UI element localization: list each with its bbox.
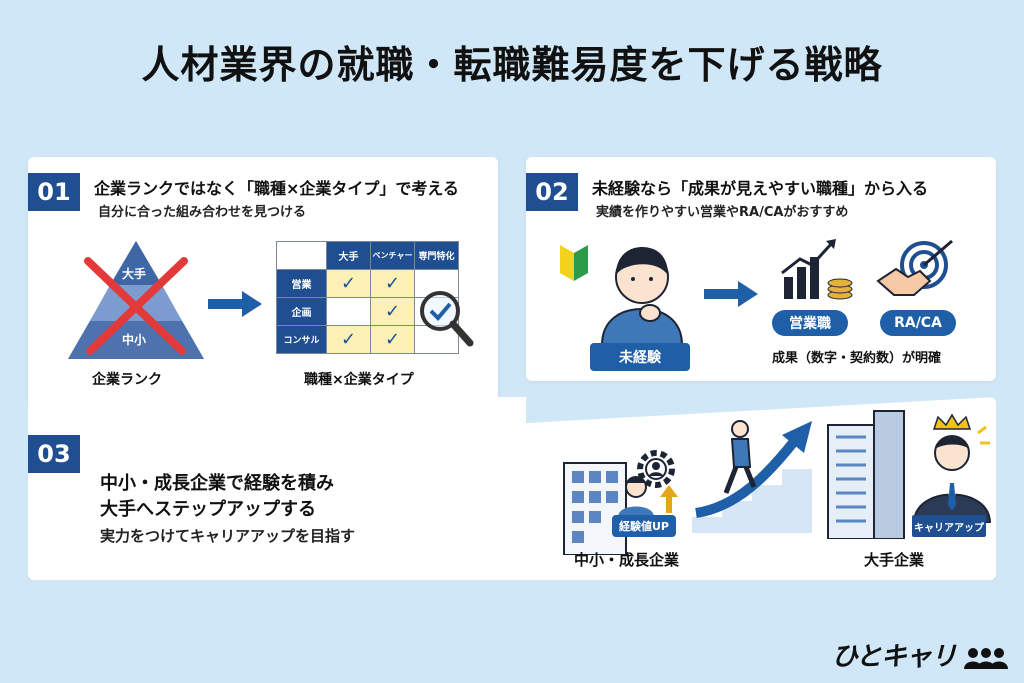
arrow-right-icon xyxy=(208,291,262,317)
matrix-cell xyxy=(326,297,371,326)
career-up-ribbon: キャリアアップ xyxy=(912,515,986,537)
target-handshake-icon xyxy=(876,239,953,296)
result-caption: 成果（数字・契約数）が明確 xyxy=(772,351,942,366)
matrix-check: ✓ xyxy=(370,269,415,298)
pyramid-icon xyxy=(68,241,204,359)
card-subheading: 実績を作りやすい営業やRA/CAがおすすめ xyxy=(596,205,849,220)
gear-person-icon xyxy=(637,450,675,488)
company-rank-caption: 企業ランク xyxy=(92,372,162,388)
strategy-card-03-content: 03 中小・成長企業で経験を積み 大手へステップアップする 実力をつけてキャリア… xyxy=(28,397,996,580)
card-heading: 企業ランクではなく「職種×企業タイプ」で考える xyxy=(94,179,459,198)
job-type-caption: 職種×企業タイプ xyxy=(304,372,414,388)
matrix-check: ✓ xyxy=(326,325,371,354)
card-line-2: 大手へステップアップする xyxy=(100,499,316,520)
pyramid-top-label: 大手 xyxy=(122,267,147,281)
crown-businessman-icon xyxy=(912,413,992,523)
beginner-mark-icon xyxy=(560,245,588,281)
card-subheading: 自分に合った組み合わせを見つける xyxy=(98,205,307,220)
magnifier-icon xyxy=(420,291,474,347)
strategy-card-01: 01 企業ランクではなく「職種×企業タイプ」で考える 自分に合った組み合わせを見… xyxy=(28,157,498,407)
card-heading: 未経験なら「成果が見えやすい職種」から入る xyxy=(592,179,929,198)
job-company-matrix: 大手 ベンチャー 専門特化 営業 ✓ ✓ 企画 ✓ コンサル ✓ ✓ xyxy=(276,241,459,354)
tall-building-icon xyxy=(827,410,905,539)
brand-logo: ひとキャリ xyxy=(832,636,1008,673)
pyramid-bottom-label: 中小 xyxy=(122,333,147,347)
small-building-icon xyxy=(563,462,627,555)
matrix-cell xyxy=(414,269,459,298)
people-icon xyxy=(964,647,1008,669)
sales-job-badge: 営業職 xyxy=(772,310,848,336)
matrix-check: ✓ xyxy=(326,269,371,298)
brand-logo-text: ひとキャリ xyxy=(831,642,957,672)
up-arrow-icon xyxy=(660,485,678,513)
worker-person-icon xyxy=(618,476,654,517)
matrix-header: ベンチャー xyxy=(370,241,415,270)
page-title: 人材業界の就職・転職難易度を下げる戦略 xyxy=(141,43,883,87)
matrix-row-label: 企画 xyxy=(276,297,327,326)
ra-ca-badge: RA/CA xyxy=(880,310,956,336)
card-number: 01 xyxy=(28,173,80,211)
matrix-row-label: 営業 xyxy=(276,269,327,298)
matrix-header: 大手 xyxy=(326,241,371,270)
card-subheading: 実力をつけてキャリアアップを目指す xyxy=(100,527,356,545)
matrix-check: ✓ xyxy=(370,325,415,354)
matrix-cell xyxy=(414,325,459,354)
large-company-caption: 大手企業 xyxy=(864,551,925,569)
experience-up-badge: 経験値UP xyxy=(612,515,676,537)
card-number: 03 xyxy=(28,435,80,473)
inexperienced-badge: 未経験 xyxy=(590,343,690,371)
matrix-check: ✓ xyxy=(370,297,415,326)
arrow-right-icon xyxy=(704,281,758,307)
card-number: 02 xyxy=(526,173,578,211)
matrix-row-label: コンサル xyxy=(276,325,327,354)
card-line-1: 中小・成長企業で経験を積み xyxy=(100,473,334,494)
matrix-header: 専門特化 xyxy=(414,241,459,270)
strategy-card-02: 02 未経験なら「成果が見えやすい職種」から入る 実績を作りやすい営業やRA/C… xyxy=(526,157,996,381)
growth-chart-icon xyxy=(781,239,853,300)
stairs-climb-icon xyxy=(692,420,812,533)
small-company-caption: 中小・成長企業 xyxy=(574,551,680,569)
thinking-person-icon xyxy=(600,247,684,345)
